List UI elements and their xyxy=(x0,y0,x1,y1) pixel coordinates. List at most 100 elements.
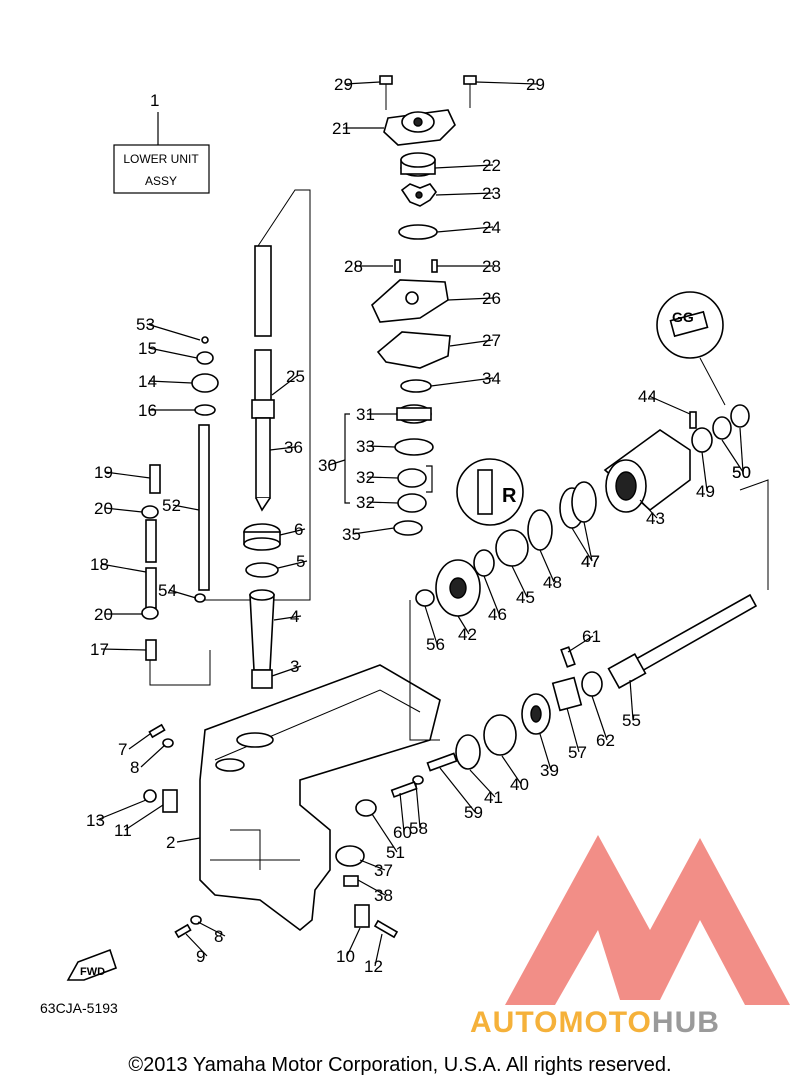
part-label-40: 40 xyxy=(510,775,529,794)
grommet-19 xyxy=(149,464,161,494)
callout-line xyxy=(739,427,744,473)
pin-54 xyxy=(194,593,206,603)
shim-41 xyxy=(455,734,481,770)
part-label-46: 46 xyxy=(488,605,507,624)
part-label-28: 28 xyxy=(344,257,363,276)
part-label-20: 20 xyxy=(94,499,113,518)
anode-10 xyxy=(354,904,370,928)
part-label-23: 23 xyxy=(482,184,501,203)
impeller xyxy=(400,183,437,207)
pump-insert-cartridge xyxy=(400,152,436,177)
part-label-25: 25 xyxy=(286,367,305,386)
callout-line xyxy=(629,679,634,721)
callout-line xyxy=(100,563,147,573)
gasket-ring xyxy=(398,224,438,240)
callout-line xyxy=(483,575,500,615)
callout-line xyxy=(168,589,197,599)
callout-line xyxy=(357,879,386,896)
part-label-53: 53 xyxy=(136,315,155,334)
part-label-30: 30 xyxy=(318,456,337,475)
part-label-59: 59 xyxy=(464,803,483,822)
part-label-42: 42 xyxy=(458,625,477,644)
detail-bubble-grease: GG xyxy=(656,291,724,359)
callout-line xyxy=(501,755,522,785)
lower-unit-assy-box: LOWER UNIT ASSY xyxy=(113,112,210,194)
nut-38 xyxy=(343,875,359,887)
callout-line xyxy=(148,380,193,384)
part-label-8: 8 xyxy=(130,758,139,777)
callout-line xyxy=(271,375,298,396)
callout-line xyxy=(583,521,593,562)
part-label-11: 11 xyxy=(114,821,132,840)
part-label-1: 1 xyxy=(150,91,159,110)
nut-20-upper xyxy=(141,505,159,519)
part-label-21: 21 xyxy=(332,119,351,138)
part-label-62: 62 xyxy=(596,731,615,750)
callout-line xyxy=(447,297,494,301)
watermark-brand-a: AUTOMOTO xyxy=(470,1006,652,1039)
svg-text:R: R xyxy=(502,485,517,507)
cam-60 xyxy=(390,781,418,798)
rod-18b xyxy=(145,567,157,609)
detail-bubble-r: R xyxy=(456,458,524,526)
part-label-49: 49 xyxy=(696,482,715,501)
part-label-8: 8 xyxy=(214,927,223,946)
pinion-gear xyxy=(335,845,365,867)
callout-line xyxy=(399,792,405,833)
oil-seal-housing xyxy=(400,379,432,393)
callout-line xyxy=(124,804,164,831)
bearing-housing-43 xyxy=(603,429,691,513)
part-label-15: 15 xyxy=(138,339,157,358)
part-label-14: 14 xyxy=(138,372,157,391)
part-label-29: 29 xyxy=(334,75,353,94)
callout-line xyxy=(279,528,306,536)
part-label-34: 34 xyxy=(482,369,501,388)
callout-line xyxy=(721,439,744,473)
part-label-51: 51 xyxy=(386,843,405,862)
part-label-29: 29 xyxy=(526,75,545,94)
part-code: 63CJA-5193 xyxy=(40,1000,118,1016)
part-label-55: 55 xyxy=(622,711,641,730)
part-label-41: 41 xyxy=(484,788,503,807)
part-label-20: 20 xyxy=(94,605,113,624)
svg-text:GG: GG xyxy=(672,309,694,325)
callout-line xyxy=(359,859,386,871)
callout-line xyxy=(271,665,302,677)
part-label-4: 4 xyxy=(290,607,299,626)
ring-62 xyxy=(581,671,603,697)
box-label-line2: ASSY xyxy=(145,174,177,188)
part-label-60: 60 xyxy=(393,823,412,842)
callout-line xyxy=(328,459,346,466)
callout-line xyxy=(435,192,494,196)
part-label-52: 52 xyxy=(162,496,181,515)
callout-line xyxy=(591,695,608,741)
part-label-47: 47 xyxy=(581,552,600,571)
reverse-gear xyxy=(435,559,481,617)
bushing-14 xyxy=(191,373,219,393)
bushing-15 xyxy=(196,351,214,365)
part-label-32: 32 xyxy=(356,493,375,512)
seal-housing xyxy=(396,404,432,424)
part-label-26: 26 xyxy=(482,289,501,308)
part-label-45: 45 xyxy=(516,588,535,607)
part-label-36: 36 xyxy=(284,438,303,457)
part-label-27: 27 xyxy=(482,331,501,350)
part-label-16: 16 xyxy=(138,401,157,420)
callout-line xyxy=(539,549,555,583)
dowel-pin-right xyxy=(431,259,438,273)
part-label-39: 39 xyxy=(540,761,559,780)
part-label-32: 32 xyxy=(356,468,375,487)
part-label-50: 50 xyxy=(732,463,751,482)
callout-line xyxy=(648,395,691,415)
rod-18 xyxy=(145,519,157,563)
part-label-37: 37 xyxy=(374,861,393,880)
watermark-brand: AUTOMOTOHUB xyxy=(470,1006,720,1040)
callout-line xyxy=(176,837,201,843)
callout-line xyxy=(273,615,302,621)
callout-line xyxy=(277,560,308,569)
part-label-5: 5 xyxy=(296,552,305,571)
washer xyxy=(393,520,423,536)
dowel-pin-left xyxy=(394,259,401,273)
part-label-3: 3 xyxy=(290,657,299,676)
